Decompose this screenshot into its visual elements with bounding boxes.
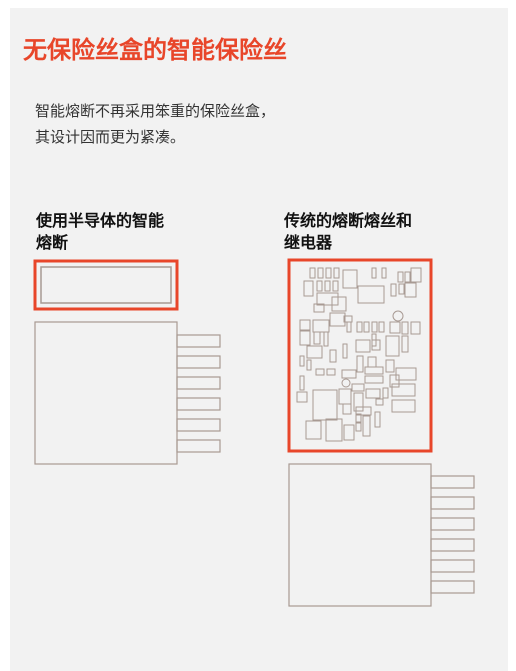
right-pin: [430, 496, 475, 510]
fuse-relay-components: [296, 267, 422, 442]
right-pin: [430, 475, 475, 489]
smart-fuse-highlight: [33, 259, 179, 311]
left-pin: [176, 439, 221, 453]
right-pin: [430, 580, 475, 594]
fuse-box-module: [287, 258, 433, 453]
description-line-1: 智能熔断不再采用笨重的保险丝盒，: [35, 102, 276, 120]
fuse-box-highlight: [287, 258, 433, 453]
left-pin: [176, 397, 221, 411]
description: 智能熔断不再采用笨重的保险丝盒， 其设计因而更为紧凑。: [35, 98, 275, 150]
right-connector-body: [288, 463, 432, 607]
smart-fuse-label-line-1: 使用半导体的智能: [36, 211, 165, 230]
right-pin: [430, 517, 475, 531]
traditional-fuse-label-line-2: 继电器: [284, 233, 333, 252]
smart-fuse-module: [33, 259, 179, 311]
page-title: 无保险丝盒的智能保险丝: [23, 36, 287, 64]
left-connector-body: [34, 321, 178, 465]
smart-fuse-label-line-2: 熔断: [36, 233, 69, 252]
traditional-fuse-label-line-1: 传统的熔断熔丝和: [284, 211, 413, 230]
left-pin: [176, 355, 221, 369]
semiconductor-chip: [40, 266, 172, 304]
right-pin: [430, 538, 475, 552]
smart-fuse-label: 使用半导体的智能 熔断: [36, 210, 164, 254]
infographic-card: [10, 8, 508, 671]
right-pin: [430, 559, 475, 573]
traditional-fuse-label: 传统的熔断熔丝和 继电器: [284, 210, 412, 254]
left-pin: [176, 334, 221, 348]
right-connector: [288, 463, 475, 607]
description-line-2: 其设计因而更为紧凑。: [35, 128, 186, 146]
left-pin: [176, 376, 221, 390]
left-pin: [176, 418, 221, 432]
left-connector: [34, 321, 221, 465]
